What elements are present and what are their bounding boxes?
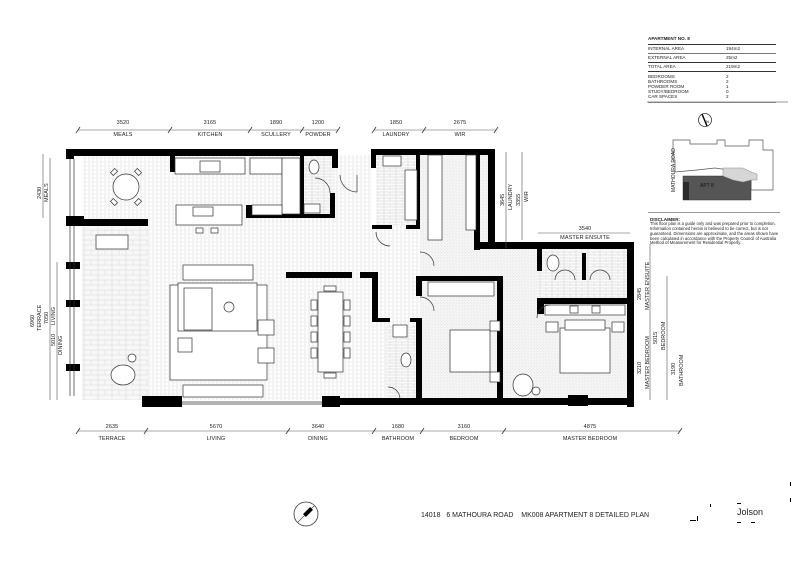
dim-value-meals-v: 2430 [37, 186, 43, 199]
dim-value-master-ensuite: 3540 [578, 226, 592, 232]
count-value: 2 [726, 79, 729, 84]
disclaimer-rule [648, 212, 780, 214]
svg-text:N: N [706, 119, 709, 124]
dim-room-ensuite-v: MASTER ENSUITE [645, 261, 651, 310]
drawing-title: MK008 APARTMENT 8 DETAILED PLAN [521, 512, 650, 519]
dim-room-meals: MEALS [113, 132, 133, 138]
area-label: INTERNAL AREA [648, 46, 685, 51]
area-value: 194m2 [726, 46, 741, 51]
dim-room-master-bedroom: MASTER BEDROOM [562, 436, 618, 442]
area-label: EXTERNAL AREA [648, 55, 686, 60]
project-number: 14018 [421, 512, 441, 519]
dim-value-scullery: 1890 [269, 120, 283, 126]
logo-mark [737, 522, 741, 523]
count-value: 2 [726, 94, 729, 99]
dim-value-living-v: 7050 [44, 311, 50, 324]
logo-mark [751, 522, 755, 523]
dim-value-master-bed-v: 3210 [637, 361, 643, 374]
dim-value-living: 5670 [209, 424, 223, 430]
dim-room-terrace-v: TERRACE [37, 304, 43, 331]
area-value: 25m2 [726, 55, 738, 60]
count-label: BATHROOMS [648, 79, 678, 84]
dim-value-kitchen: 3165 [203, 120, 217, 126]
dim-value-bedroom-v: 5015 [653, 331, 659, 344]
dim-value-laundry: 1850 [389, 120, 403, 126]
dim-value-bathroom: 1680 [391, 424, 405, 430]
dim-room-kitchen: KITCHEN [197, 132, 223, 138]
disclaimer-heading: DISCLAIMER: [650, 217, 681, 222]
dim-room-living-v: LIVING [51, 306, 57, 325]
apartment-title: APARTMENT NO. 8 [648, 36, 690, 41]
count-value: 2 [726, 74, 729, 79]
crop-mark [790, 498, 791, 502]
dim-room-laundry-v: LAUNDRY [508, 183, 514, 210]
dim-value-master-bedroom: 4875 [583, 424, 597, 430]
company-logo: Jolson [737, 507, 764, 517]
count-label: BEDROOMS [648, 74, 675, 79]
count-label: CAR SPACES [648, 94, 678, 99]
count-label: POWDER ROOM [648, 84, 685, 89]
dim-value-terrace-total: 6960 [30, 314, 36, 327]
dim-room-scullery: SCULLERY [261, 132, 291, 138]
dim-room-dining-v: DINING [58, 335, 64, 355]
crop-mark [697, 516, 698, 521]
area-label: TOTAL AREA [648, 64, 676, 69]
disclaimer: DISCLAIMER: This floor plan is a guide o… [650, 217, 780, 246]
dim-room-living: LIVING [206, 436, 226, 442]
dim-room-laundry: LAUNDRY [382, 132, 410, 138]
dim-value-dining-v: 5010 [51, 333, 57, 346]
dim-room-bedroom-v: BEDROOM [661, 321, 667, 350]
key-plan: N APT 8 MATHOURA ROAD [645, 100, 790, 210]
crop-mark [690, 520, 696, 521]
keyplan-road-label: MATHOURA ROAD [671, 148, 677, 192]
dim-value-bedroom: 3160 [457, 424, 471, 430]
dim-room-master-ensuite: MASTER ENSUITE [560, 235, 610, 241]
scale-stamp-icon [292, 500, 320, 528]
dim-value-meals: 3520 [116, 120, 130, 126]
north-arrow-icon: N [698, 113, 712, 127]
dim-value-wir: 2675 [453, 120, 467, 126]
key-plan-drawing: N [647, 101, 788, 201]
dim-value-powder: 1200 [311, 120, 325, 126]
dim-room-wir-v: WIR [524, 191, 530, 202]
dim-value-dining: 3640 [311, 424, 325, 430]
crop-mark [790, 482, 791, 486]
dim-room-bedroom: BEDROOM [449, 436, 479, 442]
dim-room-powder: POWDER [305, 132, 331, 138]
keyplan-unit-label: APT 8 [700, 183, 714, 189]
count-label: STUDY/BEDROOM [648, 89, 689, 94]
dim-room-dining: DINING [308, 436, 328, 442]
dim-value-laundry-v: 3645 [500, 193, 506, 206]
title-block: 14018 6 MATHOURA ROAD MK008 APARTMENT 8 … [421, 512, 649, 519]
dim-value-ensuite-v: 2845 [637, 287, 643, 300]
crop-mark [710, 504, 711, 507]
area-value: 219m2 [726, 64, 741, 69]
dim-room-bathroom-v: BATHROOM [679, 354, 685, 386]
dim-room-master-bed-v: MASTER BEDROOM [645, 336, 651, 389]
dim-value-terrace: 2635 [105, 424, 119, 430]
disclaimer-body: This floor plan is a guide only and was … [650, 221, 779, 246]
logo-mark [737, 503, 741, 504]
dim-room-meals-v: MEALS [44, 183, 50, 202]
count-value: 1 [726, 84, 729, 89]
count-value: 0 [726, 89, 729, 94]
apartment-info-table: APARTMENT NO. 8 INTERNAL AREA 194m2 EXTE… [648, 36, 776, 108]
dim-room-wir: WIR [454, 132, 466, 138]
project-address: 6 MATHOURA ROAD [446, 512, 514, 519]
dim-value-wir-v: 3355 [516, 193, 522, 206]
dim-room-terrace: TERRACE [98, 436, 126, 442]
dim-room-bathroom: BATHROOM [381, 436, 415, 442]
dim-value-bathroom-v: 3190 [671, 362, 677, 375]
